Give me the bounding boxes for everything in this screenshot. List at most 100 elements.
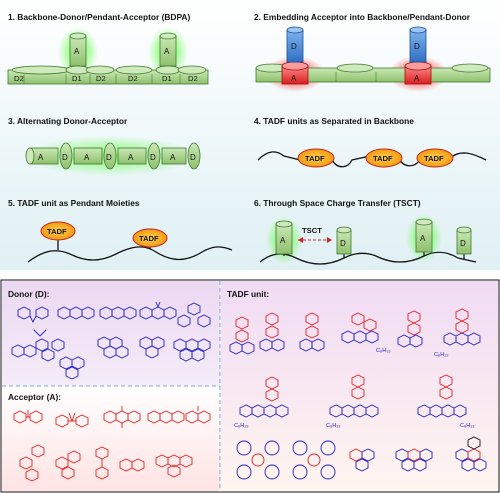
tadf-molecule-8 xyxy=(329,374,379,418)
panel2-pendant-label-2: D xyxy=(414,42,420,51)
benzophenone-structure xyxy=(13,410,43,424)
tadf-molecule-6 xyxy=(443,308,481,346)
panel3-label-7: A xyxy=(170,153,176,162)
phenylketone-structure xyxy=(95,446,109,480)
panel6-pendant-acceptor-1: A xyxy=(275,220,293,255)
panel6-pendant-label-3: A xyxy=(420,234,426,243)
panel2-title: 2. Embedding Acceptor into Backbone/Pend… xyxy=(254,12,471,22)
alkyl-label-3: C₆H₁₃ xyxy=(234,423,249,429)
panel3-label-2: D xyxy=(62,153,68,162)
tadf-molecule-3 xyxy=(299,312,325,352)
panel3-label-5: A xyxy=(128,153,134,162)
panel5-title: 5. TADF unit as Pendant Moieties xyxy=(8,198,140,208)
alkyl-label-4: C₆H₁₃ xyxy=(326,423,341,429)
alkyl-label-5: C₆H₁₃ xyxy=(460,423,475,429)
tadf-molecule-1 xyxy=(229,316,255,355)
panel3-unit-1: A xyxy=(25,147,59,165)
panel3-unit-2: D xyxy=(59,142,73,170)
panel5-tadf-label-1: TADF xyxy=(47,227,67,236)
pyrimidine-structure xyxy=(55,450,81,480)
panel1-backbone-label-2: D1 xyxy=(72,74,82,83)
alkyl-label-2: C₆H₁₃ xyxy=(434,352,449,358)
alkyl-label-1: C₆H₁₃ xyxy=(376,348,391,354)
panel3-unit-6: D xyxy=(147,142,161,170)
acceptor-structures xyxy=(13,406,211,482)
panel2-pendant-donor-1: D xyxy=(286,26,304,63)
tadf-molecule-7 xyxy=(239,376,289,418)
panel2-embedded-acceptor-1: A xyxy=(281,61,309,85)
donor-structures xyxy=(11,301,211,380)
phenoxazine-structure xyxy=(99,306,137,320)
fused-donor-structure xyxy=(97,336,129,359)
panel1-backbone-label-5: D1 xyxy=(162,74,172,83)
panel3-label-8: D xyxy=(190,153,196,162)
panel6-structure: A D A D TSCT xyxy=(259,214,477,265)
tadf-molecule-2 xyxy=(259,312,285,352)
panel3-unit-5: A xyxy=(117,147,147,165)
panel2-structure: A A D D xyxy=(255,26,491,92)
panel1-backbone-discs xyxy=(7,65,209,85)
panel1-title: 1. Backbone-Donor/Pendant-Acceptor (BDPA… xyxy=(8,12,190,22)
panel1-pendant-label-1: A xyxy=(74,47,80,56)
tadf-molecule-5 xyxy=(397,310,423,348)
donor-panel-background xyxy=(2,281,220,386)
bottom-frame xyxy=(0,279,500,493)
tadf-title: TADF unit: xyxy=(227,289,269,299)
spiro-acridine-structure xyxy=(59,356,85,380)
panel1-backbone-label-1: D2 xyxy=(14,74,24,83)
panel3-unit-3: A xyxy=(73,147,103,165)
panel4-tadf-1: TADF xyxy=(297,148,335,168)
tadf-molecule-4 xyxy=(341,312,379,344)
panel4-backbone: TADF TADF TADF xyxy=(257,148,487,168)
panel1-pendant-acceptor-1: A xyxy=(69,32,87,67)
panel1-pendant-acceptor-2: A xyxy=(159,32,177,67)
tsct-label: TSCT xyxy=(302,226,322,235)
panel2-embedded-label-1: A xyxy=(291,74,297,83)
panel3-label-4: D xyxy=(106,153,112,162)
tbu-donor-structure xyxy=(139,336,165,359)
panel4-tadf-label-1: TADF xyxy=(305,154,325,163)
panel3-unit-4: D xyxy=(103,142,117,170)
panel5-tadf-1: TADF xyxy=(40,221,76,241)
triazine-structure xyxy=(19,444,45,482)
donor-title: Donor (D): xyxy=(8,289,49,299)
acceptor-title: Acceptor (A): xyxy=(8,392,61,402)
panel4-tadf-2: TADF xyxy=(365,148,403,168)
panel3-unit-8: D xyxy=(187,142,201,170)
tsct-arrow xyxy=(298,237,332,243)
tadf-molecule-13 xyxy=(395,448,433,472)
panel6-pendant-donor-1: D xyxy=(336,226,352,255)
panel1-backbone-label-6: D2 xyxy=(188,74,198,83)
panel4-tadf-3: TADF xyxy=(416,148,454,168)
panel3-title: 3. Alternating Donor-Acceptor xyxy=(8,116,128,126)
panel4-tadf-label-2: TADF xyxy=(373,154,393,163)
acridine-structure xyxy=(57,306,95,320)
panel2-embedded-label-2: A xyxy=(414,74,420,83)
alkyl-labels: C₆H₁₃ C₆H₁₃ C₆H₁₃ C₆H₁₃ C₆H₁₃ xyxy=(234,348,475,429)
panel2-pendant-donor-2: D xyxy=(409,26,427,63)
bridged-donor-structure xyxy=(173,338,211,362)
panel6-pendant-label-4: D xyxy=(460,239,466,248)
panel1-backbone: A A D2 D1 D2 D2 D1 D2 xyxy=(7,27,209,85)
carbazole-structure xyxy=(17,306,49,324)
tadf-molecule-10 xyxy=(236,440,280,480)
tadf-molecule-14 xyxy=(455,436,487,472)
anthraquinone-structure xyxy=(103,406,141,428)
panel2-pendant-label-1: D xyxy=(291,42,297,51)
dibenzo-acceptor-structure xyxy=(185,406,211,424)
panel5-tadf-label-2: TADF xyxy=(139,234,159,243)
panel3-label-3: A xyxy=(84,153,90,162)
panel5-tadf-2: TADF xyxy=(132,228,168,248)
tadf-molecule-9 xyxy=(417,374,467,418)
panel3-label-1: A xyxy=(38,153,44,162)
panel1-backbone-label-3: D2 xyxy=(96,74,106,83)
panel2-embedded-acceptor-2: A xyxy=(404,61,432,85)
triphenylamine-structure xyxy=(177,302,211,328)
panel4-tadf-label-3: TADF xyxy=(424,154,444,163)
panel1-backbone-label-4: D2 xyxy=(128,74,138,83)
panel3-label-6: D xyxy=(150,153,156,162)
naphthalimide-structure xyxy=(155,454,193,478)
tadf-molecule-11 xyxy=(292,440,336,480)
diphenylsulfone-structure xyxy=(55,412,89,428)
